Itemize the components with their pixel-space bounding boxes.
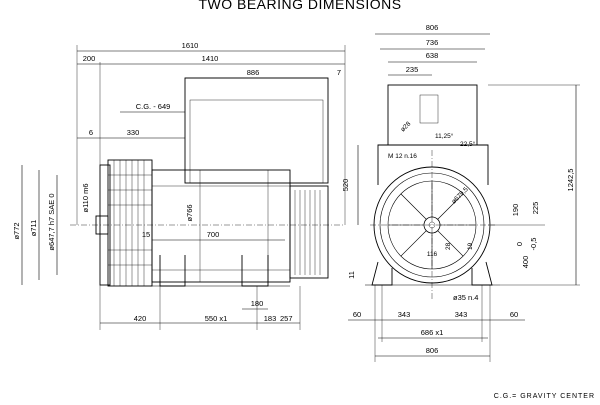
dim-550: 550 x1 bbox=[205, 314, 228, 323]
foot-right bbox=[471, 261, 493, 286]
dim-15: 15 bbox=[142, 230, 150, 239]
dim-886: 886 bbox=[247, 68, 260, 77]
dim-60-right: 60 bbox=[510, 310, 518, 319]
drawing-title: TWO BEARING DIMENSIONS bbox=[198, 0, 401, 12]
foot-rear bbox=[241, 255, 269, 287]
angle-11-25: 11,25° bbox=[435, 132, 454, 140]
end-view: 806 736 638 235 bbox=[341, 23, 580, 362]
dim-190: 190 bbox=[511, 204, 520, 217]
side-view: 1610 200 1410 886 7 C.G. - 649 6 330 ø77… bbox=[12, 41, 346, 330]
dim-330: 330 bbox=[127, 128, 140, 137]
dim-d28: ø28 bbox=[399, 120, 412, 133]
dim-11: 11 bbox=[347, 271, 356, 279]
terminal-box bbox=[184, 77, 329, 184]
dim-520: 520 bbox=[341, 179, 350, 192]
dim-60-left: 60 bbox=[353, 310, 361, 319]
foot-left bbox=[371, 261, 393, 286]
angle-22-5: 22,5° bbox=[460, 140, 476, 148]
dim-806-bottom: 806 bbox=[426, 346, 439, 355]
dim-400: 400 bbox=[521, 256, 530, 269]
dim-420: 420 bbox=[134, 314, 147, 323]
frame-end bbox=[377, 144, 489, 185]
dim-257: 257 bbox=[280, 314, 293, 323]
dim-736: 736 bbox=[426, 38, 439, 47]
dim-1610: 1610 bbox=[182, 41, 199, 50]
dim-28b: 28 bbox=[445, 242, 452, 250]
stator-frame bbox=[151, 169, 291, 283]
foot-front bbox=[159, 255, 186, 287]
dim-200: 200 bbox=[83, 54, 96, 63]
fan-mesh bbox=[108, 160, 152, 286]
dim-19: 19 bbox=[467, 242, 474, 250]
dim-638: 638 bbox=[426, 51, 439, 60]
dim-116: 116 bbox=[427, 251, 438, 258]
dim-d772: ø772 bbox=[12, 222, 21, 239]
dim-686: 686 x1 bbox=[421, 328, 444, 337]
dim-6: 6 bbox=[89, 128, 93, 137]
dim-235: 235 bbox=[406, 65, 419, 74]
dim-183: 183 bbox=[264, 314, 277, 323]
dim-d647: ø647,7 h7 SAE 0 bbox=[47, 193, 56, 250]
cg-label: C.G. - 649 bbox=[136, 102, 171, 111]
rear-cover bbox=[289, 185, 329, 279]
dim-1242-5: 1242,5 bbox=[566, 169, 575, 192]
dim-d711: ø711 bbox=[29, 220, 38, 237]
gravity-center-note: C.G.= GRAVITY CENTER bbox=[494, 393, 595, 400]
dim-343-right: 343 bbox=[455, 310, 468, 319]
dim-minus-0-5: -0,5 bbox=[529, 238, 538, 251]
dim-d766: ø766 bbox=[185, 204, 194, 221]
dim-343-left: 343 bbox=[398, 310, 411, 319]
thread-m12: M 12 n.16 bbox=[388, 153, 417, 160]
dim-806-top: 806 bbox=[426, 23, 439, 32]
fan-guard bbox=[107, 159, 153, 287]
terminal-box-end bbox=[387, 84, 478, 146]
dim-d110: ø110 m6 bbox=[81, 183, 90, 212]
dim-1410: 1410 bbox=[202, 54, 219, 63]
dim-0: 0 bbox=[515, 242, 524, 246]
dim-700: 700 bbox=[207, 230, 220, 239]
dim-d35: ø35 n.4 bbox=[453, 293, 478, 302]
dim-d6795: ø679,5 bbox=[450, 186, 470, 206]
dim-7: 7 bbox=[337, 68, 341, 77]
dim-225: 225 bbox=[531, 202, 540, 215]
